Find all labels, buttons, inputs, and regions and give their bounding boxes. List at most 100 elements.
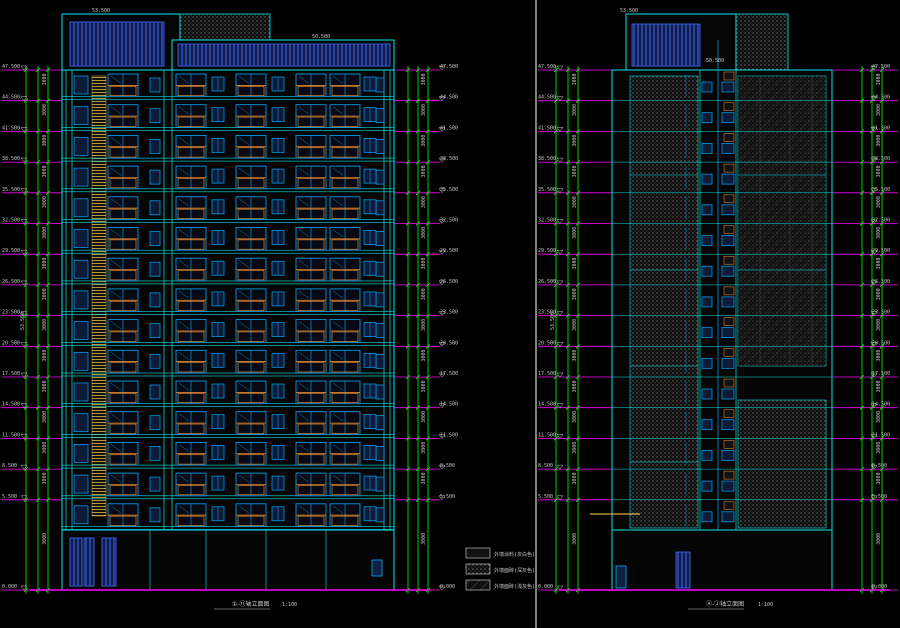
dimension-text: 3000: [572, 411, 578, 423]
window: [375, 261, 385, 277]
balcony-rail: [331, 208, 359, 219]
window-opening: [332, 75, 344, 84]
balcony-rail: [237, 300, 265, 311]
window-opening: [110, 167, 122, 176]
dimension-tick: [23, 405, 29, 410]
elevation-label: 0.000: [872, 584, 887, 590]
balcony-rail: [177, 270, 205, 281]
dimension-tick: [35, 129, 41, 134]
elevation-label: 11.500: [872, 432, 890, 438]
window-opening: [298, 382, 310, 391]
window: [701, 511, 713, 523]
dimension-tick: [415, 190, 421, 196]
vent-louver: [723, 255, 735, 265]
window-opening: [332, 137, 344, 145]
dimension-tick: [35, 282, 41, 288]
window-opening: [178, 290, 190, 299]
level-marker: [438, 188, 446, 194]
elevation-label: 44.500: [538, 95, 556, 101]
level-marker: [20, 157, 28, 163]
balcony-rail: [237, 239, 265, 250]
window-opening: [238, 352, 250, 360]
balcony-rail: [237, 147, 265, 158]
elevation-label: 5.500: [872, 494, 887, 500]
balcony-rail: [297, 331, 325, 342]
window-opening: [298, 321, 310, 330]
elevation-label: 35.500: [2, 187, 20, 193]
window: [149, 292, 161, 308]
dimension-tick: [879, 466, 885, 472]
dimension-text: 3000: [572, 165, 578, 177]
vent-louver: [723, 163, 735, 173]
dimension-tick: [405, 129, 411, 134]
window: [721, 265, 735, 277]
level-marker: [870, 311, 878, 317]
dimension-tick: [553, 129, 559, 134]
floor-slab: [61, 249, 395, 254]
level-marker: [438, 342, 446, 347]
balcony-rail: [297, 270, 325, 281]
window-opening: [238, 321, 250, 330]
window-opening: [298, 137, 310, 145]
window-opening: [332, 474, 344, 483]
balcony-rail: [177, 515, 205, 526]
level-marker: [870, 127, 878, 132]
window-opening: [178, 260, 190, 268]
elevation-label: 26.500: [2, 279, 20, 285]
dimension-tick: [879, 497, 885, 503]
window-opening: [238, 474, 250, 483]
elevation-label: 41.500: [872, 125, 890, 131]
window-opening: [178, 505, 190, 514]
dimension-tick: [405, 436, 411, 441]
dimension-tick: [869, 251, 875, 257]
dimension-tick: [23, 129, 29, 134]
level-marker: [556, 157, 564, 163]
window-opening: [178, 198, 190, 207]
dimension-text: 3000: [876, 73, 882, 85]
dimension-tick: [23, 497, 29, 503]
dimension-tick: [869, 221, 875, 226]
dimension-text: 3000: [42, 73, 48, 85]
window: [721, 357, 735, 369]
level-marker: [556, 65, 564, 71]
window-opening: [298, 505, 310, 514]
balcony-rail: [331, 331, 359, 342]
dimension-tick: [553, 466, 559, 472]
dimension-tick: [869, 67, 875, 73]
balcony-rail: [109, 515, 137, 526]
balcony-rail: [297, 300, 325, 311]
level-marker: [438, 403, 446, 409]
window: [73, 75, 89, 95]
dimension-text: 3000: [42, 442, 48, 454]
window: [149, 507, 161, 523]
dimension-tick: [45, 190, 51, 196]
dimension-tick: [575, 190, 581, 196]
dimension-tick: [45, 129, 51, 134]
dimension-text: 3000: [421, 227, 427, 239]
balcony-rail: [237, 454, 265, 465]
dimension-tick: [405, 405, 411, 410]
roof-screen: [631, 23, 701, 67]
window: [149, 169, 161, 185]
dimension-tick: [23, 374, 29, 380]
level-marker: [556, 403, 564, 409]
window-opening: [238, 382, 250, 391]
dimension-tick: [859, 374, 865, 380]
dimension-tick: [425, 98, 431, 103]
window-opening: [110, 321, 122, 330]
dimension-tick: [565, 251, 571, 257]
elevation-label: 20.500: [538, 340, 556, 346]
dimension-text: 3000: [42, 472, 48, 484]
window: [375, 169, 385, 185]
dimension-tick: [23, 313, 29, 318]
dimension-tick: [415, 405, 421, 410]
level-marker: [438, 464, 446, 470]
level-marker: [20, 464, 28, 470]
window-opening: [178, 167, 190, 176]
window-opening: [110, 413, 122, 422]
dimension-tick: [553, 98, 559, 103]
balcony-rail: [331, 515, 359, 526]
elevation-label: 5.500: [538, 494, 553, 500]
